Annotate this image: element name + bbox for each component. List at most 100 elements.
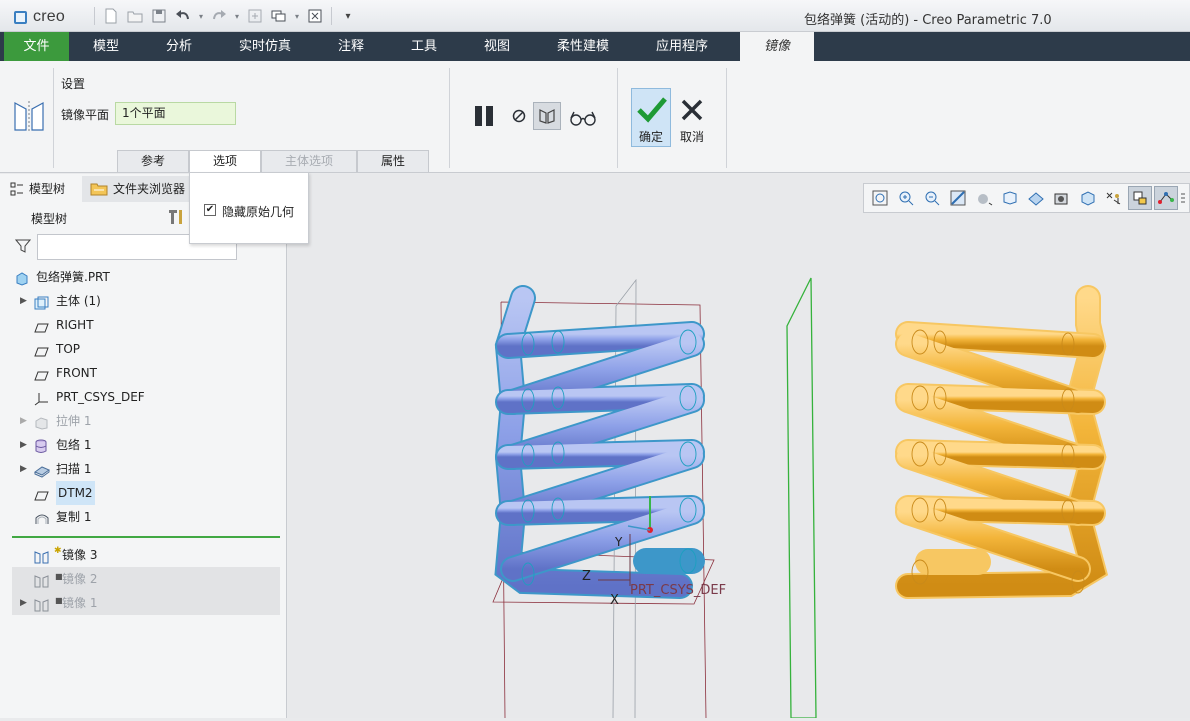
tree-item-mirror-3[interactable]: ✱ 镜像 3 — [0, 543, 280, 567]
datum-plane-icon — [34, 486, 49, 501]
section-icon[interactable] — [1076, 186, 1100, 210]
redo-dropdown-icon[interactable]: ▾ — [234, 11, 239, 21]
redo-icon[interactable] — [209, 6, 229, 26]
tree-settings-icon[interactable] — [166, 207, 186, 230]
tree-item-bodies[interactable]: ▶ 主体 (1) — [0, 289, 280, 313]
expand-arrow-icon[interactable]: ▶ — [20, 464, 27, 474]
ribbon-tab-bar: 文件 模型 分析 实时仿真 注释 工具 视图 柔性建模 应用程序 镜像 — [0, 32, 1190, 61]
tab-folder-browser-label: 文件夹浏览器 — [113, 182, 186, 196]
expand-arrow-icon[interactable]: ▶ — [20, 440, 27, 450]
save-icon[interactable] — [149, 6, 169, 26]
mirror-plane-dtm2[interactable] — [786, 277, 817, 719]
tree-item-dtm2[interactable]: DTM2 — [0, 481, 280, 505]
tab-tools[interactable]: 工具 — [410, 39, 437, 54]
refit-icon[interactable] — [868, 186, 892, 210]
tree-item-label: 镜像 1 — [62, 596, 98, 610]
navigator-panel — [0, 174, 287, 718]
cancel-button[interactable] — [680, 98, 704, 125]
tree-item-label: 拉伸 1 — [56, 414, 92, 428]
copy-surface-icon — [34, 510, 49, 524]
tree-item-sweep[interactable]: ▶ 扫描 1 — [0, 457, 280, 481]
tree-item-csys[interactable]: PRT_CSYS_DEF — [0, 385, 280, 409]
expand-arrow-icon[interactable]: ▶ — [20, 416, 27, 426]
spring-mirrored[interactable] — [895, 285, 1109, 599]
new-file-icon[interactable] — [101, 6, 121, 26]
hide-original-geometry-label[interactable]: 隐藏原始几何 — [222, 205, 295, 219]
annotation-display-icon[interactable] — [1128, 186, 1152, 210]
repaint-icon[interactable] — [946, 186, 970, 210]
undo-dropdown-icon[interactable]: ▾ — [198, 11, 203, 21]
tree-item-wrap[interactable]: ▶ 包络 1 — [0, 433, 280, 457]
confirm-label: 确定 — [638, 130, 663, 144]
more-icon[interactable] — [1180, 186, 1186, 210]
no-preview-icon[interactable] — [505, 102, 533, 130]
tree-item-label: 主体 (1) — [56, 294, 101, 308]
datum-plane-icon — [34, 342, 49, 357]
part-icon — [15, 270, 30, 286]
mirror-plane-collector[interactable]: 1个平面 — [115, 102, 236, 125]
tree-item-extrude[interactable]: ▶ 拉伸 1 — [0, 409, 280, 433]
expand-arrow-icon[interactable]: ▶ — [20, 296, 27, 306]
coordinate-system-triad: Y Z X PRT_CSYS_DEF — [582, 496, 726, 608]
tree-item-mirror-2[interactable]: ■ 镜像 2 — [12, 567, 280, 591]
zoom-out-icon[interactable] — [920, 186, 944, 210]
pause-icon[interactable] — [470, 102, 498, 130]
cancel-label[interactable]: 取消 — [679, 130, 704, 144]
creo-cube-icon — [14, 10, 27, 24]
hide-original-geometry-checkbox[interactable]: ✔ — [204, 204, 216, 216]
tab-flexible-modeling[interactable]: 柔性建模 — [556, 39, 609, 54]
datum-display-icon[interactable] — [1102, 186, 1126, 210]
tab-view[interactable]: 视图 — [483, 39, 510, 54]
customize-qat-icon[interactable]: ▾ — [345, 10, 351, 22]
view-manager-icon[interactable] — [1024, 186, 1048, 210]
confirm-button[interactable] — [631, 88, 671, 147]
zoom-in-icon[interactable] — [894, 186, 918, 210]
tab-model-tree[interactable]: 模型树 — [10, 178, 65, 200]
tab-model[interactable]: 模型 — [92, 39, 119, 54]
tab-model-tree-label: 模型树 — [29, 182, 66, 196]
divider — [94, 7, 95, 25]
tab-folder-browser[interactable]: 文件夹浏览器 — [82, 176, 194, 202]
expand-arrow-icon[interactable]: ▶ — [20, 598, 27, 608]
tab-file[interactable]: 文件 — [4, 32, 69, 61]
subtab-properties[interactable]: 属性 — [357, 150, 429, 172]
saved-orientations-icon[interactable] — [998, 186, 1022, 210]
axis-y-label: Y — [614, 535, 623, 549]
tree-item-label: 镜像 2 — [62, 572, 98, 586]
regenerate-icon[interactable] — [245, 6, 265, 26]
perspective-icon[interactable] — [1050, 186, 1074, 210]
tree-filter-input[interactable] — [37, 234, 237, 260]
insert-here-indicator[interactable] — [12, 536, 280, 538]
windows-dropdown-icon[interactable]: ▾ — [294, 11, 299, 21]
axis-x-label: X — [610, 593, 619, 608]
tree-item-front[interactable]: FRONT — [0, 361, 280, 385]
tree-item-part[interactable]: 包络弹簧.PRT — [0, 265, 280, 289]
subtab-body-options[interactable]: 主体选项 — [261, 150, 357, 172]
model-view[interactable]: Y Z X PRT_CSYS_DEF — [288, 174, 1190, 719]
windows-icon[interactable] — [269, 6, 289, 26]
spin-center-icon[interactable] — [1154, 186, 1178, 210]
tree-item-mirror-1[interactable]: ▶ ■ 镜像 1 — [12, 591, 280, 615]
tab-applications[interactable]: 应用程序 — [655, 39, 708, 54]
tab-annotate[interactable]: 注释 — [337, 39, 364, 54]
folder-browser-icon — [90, 183, 108, 196]
tab-analysis[interactable]: 分析 — [165, 39, 192, 54]
tab-mirror[interactable]: 镜像 — [740, 32, 814, 61]
tree-item-label: 包络 1 — [56, 438, 92, 452]
tree-item-copy[interactable]: 复制 1 — [0, 505, 280, 529]
verify-glasses-icon[interactable] — [567, 104, 599, 132]
undo-icon[interactable] — [173, 6, 193, 26]
tree-item-top[interactable]: TOP — [0, 337, 280, 361]
subtab-references[interactable]: 参考 — [117, 150, 189, 172]
filter-icon[interactable] — [14, 238, 32, 257]
spring-original[interactable] — [494, 285, 705, 599]
close-window-icon[interactable] — [305, 6, 325, 26]
attached-preview-icon[interactable] — [533, 102, 561, 130]
tab-live-simulation[interactable]: 实时仿真 — [238, 39, 291, 54]
tree-header: 模型树 — [31, 212, 68, 226]
graphics-window[interactable]: Y Z X PRT_CSYS_DEF — [288, 174, 1190, 719]
display-style-icon[interactable] — [972, 186, 996, 210]
subtab-options[interactable]: 选项 — [189, 150, 261, 174]
open-file-icon[interactable] — [125, 6, 145, 26]
tree-item-right[interactable]: RIGHT — [0, 313, 280, 337]
